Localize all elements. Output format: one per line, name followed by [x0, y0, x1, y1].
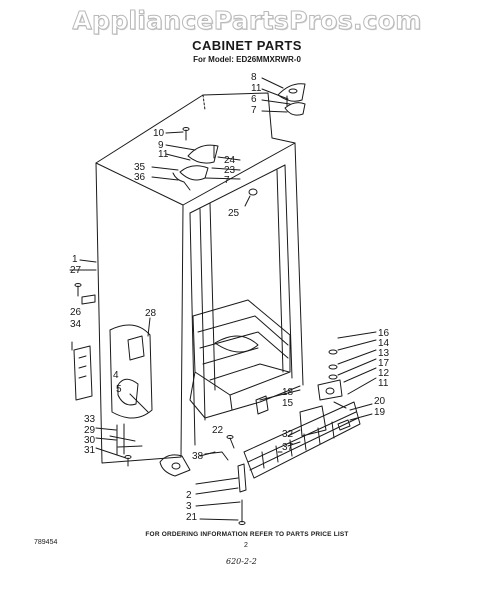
callout: 29	[84, 425, 96, 436]
callout: 35	[134, 162, 146, 173]
callout: 18	[282, 387, 294, 398]
callout: 38	[192, 451, 204, 462]
bottom-hinge	[159, 435, 247, 525]
ordering-note: FOR ORDERING INFORMATION REFER TO PARTS …	[145, 531, 349, 538]
model-label: For Model: ED26MMXRWR-0	[193, 55, 301, 64]
callout: 15	[282, 398, 294, 409]
callout: 1	[72, 254, 78, 265]
callout: 26	[70, 307, 82, 318]
callout: 33	[84, 414, 96, 425]
callout: 28	[145, 308, 157, 319]
callout: 20	[374, 396, 386, 407]
callout: 30	[84, 435, 96, 446]
callout: 22	[212, 425, 224, 436]
top-right-hinge	[261, 77, 306, 116]
callout: 25	[228, 208, 240, 219]
callout: 7	[251, 105, 257, 116]
watermark-logo: AppliancePartsPros.com	[72, 6, 422, 36]
callout: 37	[282, 442, 294, 453]
plug-25	[244, 188, 258, 207]
part-number: 789454	[34, 539, 58, 546]
callout: 3	[186, 501, 192, 512]
callout: 12	[378, 368, 390, 379]
page-number: 2	[244, 542, 248, 549]
callout: 23	[224, 165, 236, 176]
callout: 9	[158, 140, 164, 151]
callout: 5	[116, 384, 122, 395]
callout: 16	[378, 328, 390, 339]
callout-labels: 8 11 6 7 10 9 11 35 36 24 23 7 25 1 27 2…	[70, 72, 390, 523]
page-title: CABINET PARTS	[192, 38, 302, 53]
callout: 31	[84, 445, 96, 456]
cabinet-shell	[95, 92, 304, 464]
callout: 34	[70, 319, 82, 330]
callout: 2	[186, 490, 192, 501]
callout: 7	[224, 175, 230, 186]
callout: 24	[224, 155, 236, 166]
callout: 21	[186, 512, 198, 523]
callout: 4	[113, 370, 119, 381]
callout: 11	[158, 149, 169, 160]
top-left-hinge	[151, 127, 241, 191]
grille	[243, 401, 373, 479]
callout: 27	[70, 265, 82, 276]
handwritten-note: 620-2-2	[226, 557, 257, 566]
callout: 36	[134, 172, 146, 183]
callout: 6	[251, 94, 257, 105]
callout: 13	[378, 348, 390, 359]
callout: 17	[378, 358, 390, 369]
callout: 14	[378, 338, 390, 349]
right-hinge	[255, 331, 377, 415]
callout: 11	[378, 378, 389, 389]
callout: 8	[251, 72, 257, 83]
callout: 32	[282, 429, 294, 440]
lower-left-parts	[95, 423, 143, 467]
callout: 11	[251, 83, 262, 94]
callout: 19	[374, 407, 386, 418]
callout: 10	[153, 128, 165, 139]
left-side-parts	[69, 269, 153, 419]
